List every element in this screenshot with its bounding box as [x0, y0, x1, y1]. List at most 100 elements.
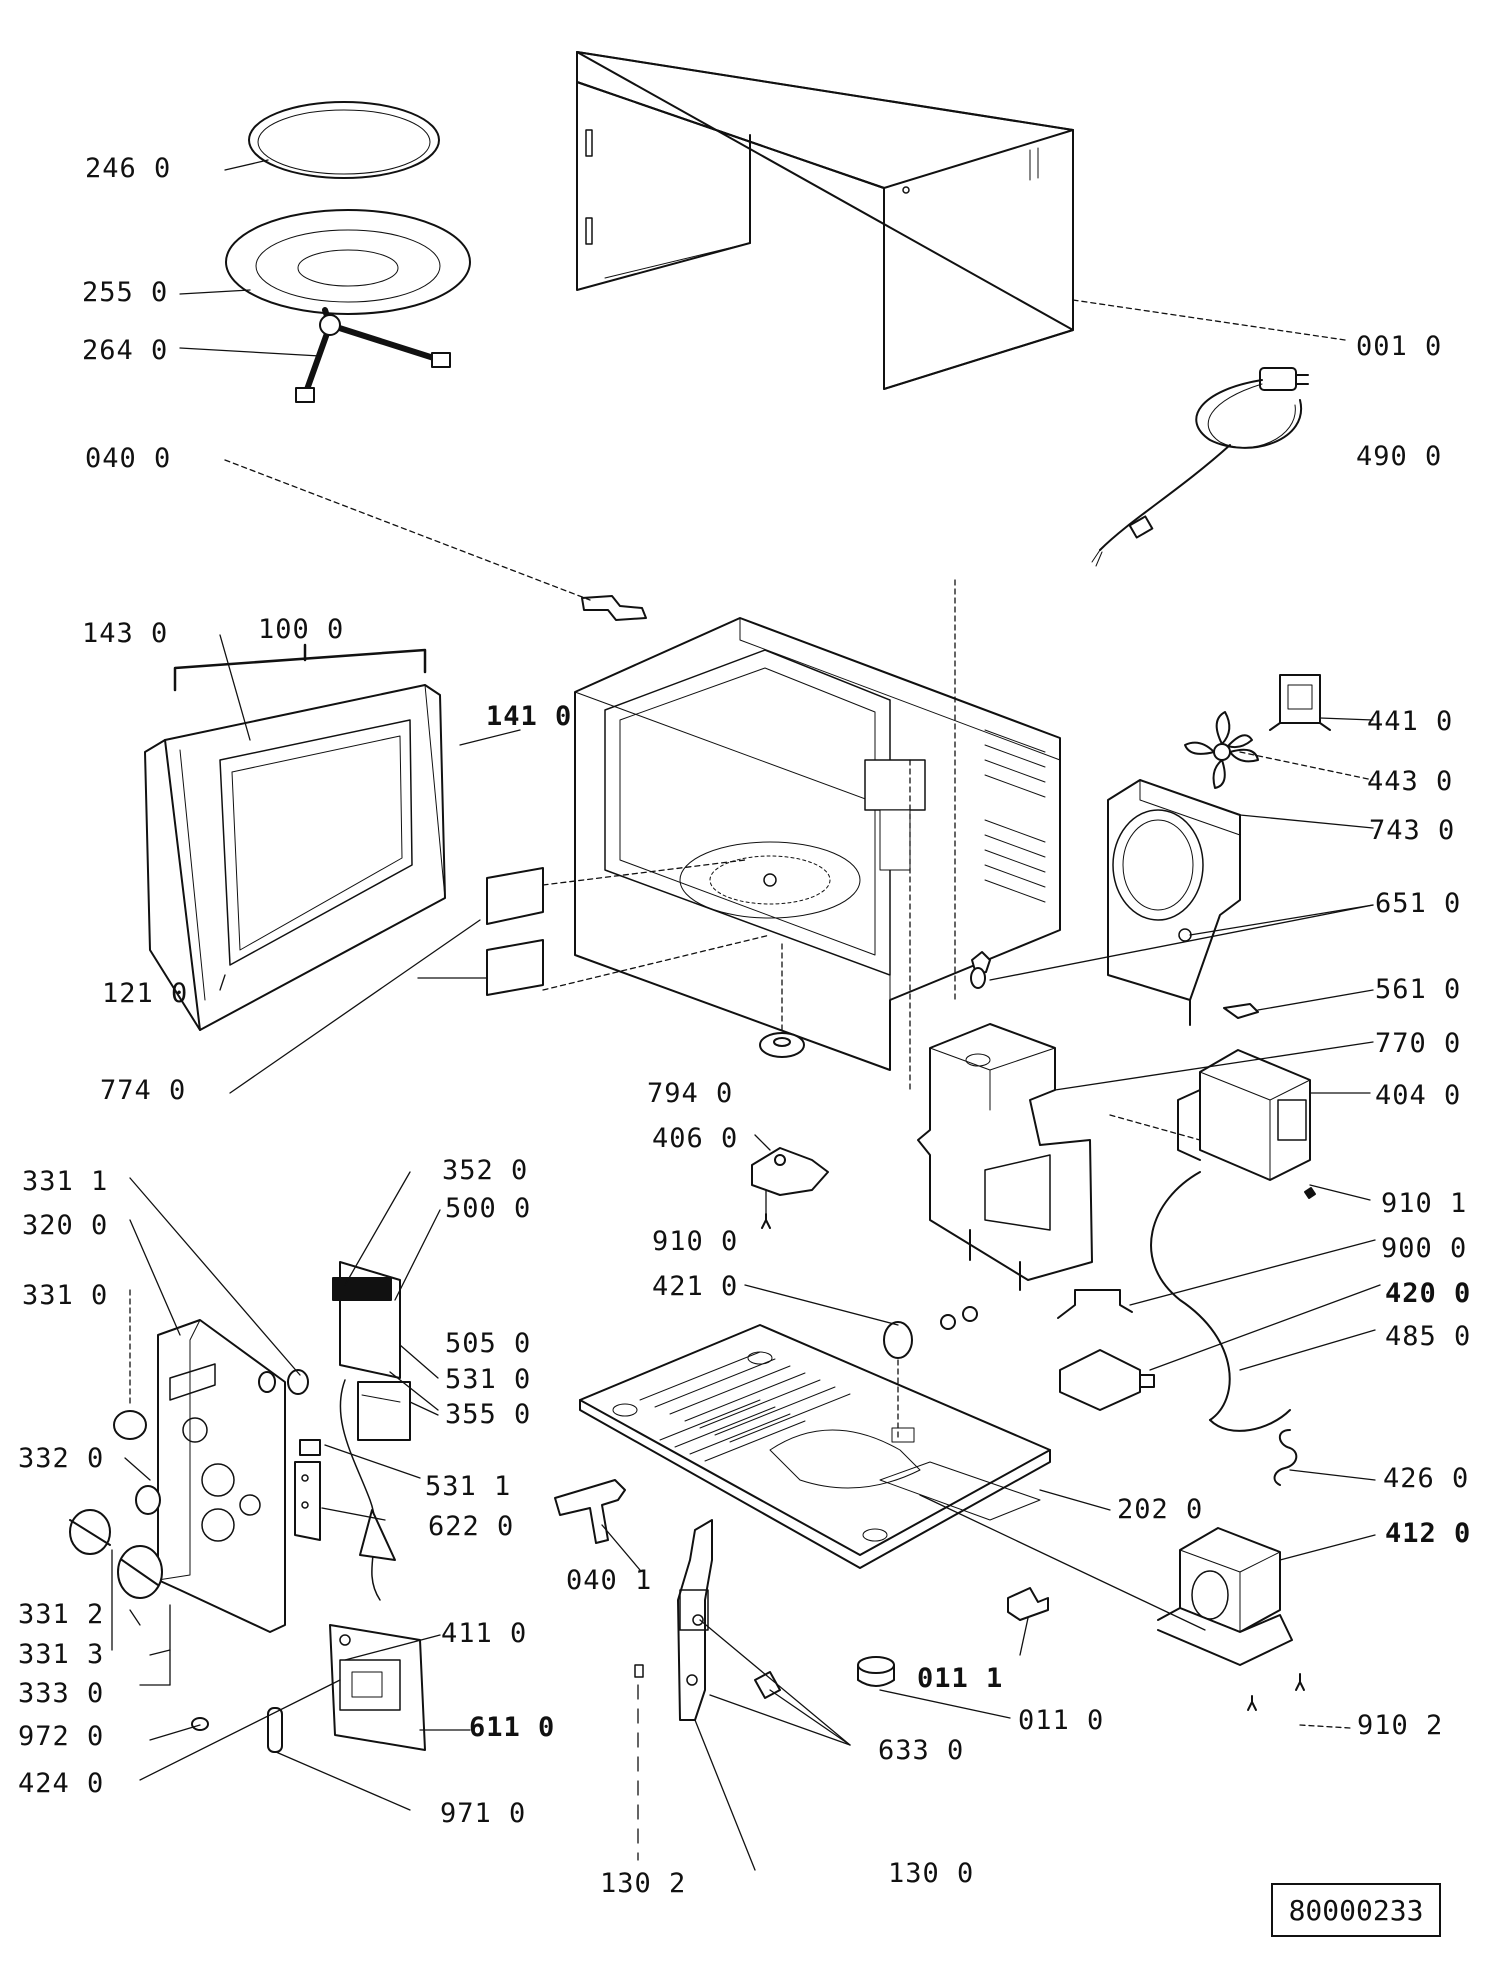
fan-duct [1107, 779, 1241, 1026]
fuse [267, 1707, 283, 1753]
hv-diode-lead [1209, 1409, 1291, 1432]
glass-turntable [248, 101, 440, 179]
label-611-0: 611 0 [469, 1712, 556, 1743]
label-130-0: 130 0 [888, 1858, 975, 1889]
roller-ring [225, 209, 471, 315]
screw-910-2a [1295, 1673, 1305, 1691]
screw-910-0 [761, 1213, 771, 1229]
label-972-0: 972 0 [18, 1721, 105, 1752]
foot-bracket [1007, 1587, 1049, 1621]
label-774-0: 774 0 [100, 1075, 187, 1106]
label-420-0: 420 0 [1385, 1278, 1472, 1309]
label-143-0: 143 0 [82, 618, 169, 649]
thermostat [970, 951, 991, 989]
label-100-0: 100 0 [258, 614, 345, 645]
label-561-0: 561 0 [1375, 974, 1462, 1005]
label-011-1: 011 1 [917, 1663, 1004, 1694]
label-355-0: 355 0 [445, 1399, 532, 1430]
label-121-0: 121 0 [102, 978, 189, 1009]
label-001-0: 001 0 [1356, 331, 1443, 362]
foot [759, 1032, 805, 1058]
label-331-3: 331 3 [18, 1639, 105, 1670]
control-pcb [294, 1261, 411, 1601]
label-411-0: 411 0 [441, 1618, 528, 1649]
label-622-0: 622 0 [428, 1511, 515, 1542]
waveguide-cover [581, 595, 647, 621]
label-500-0: 500 0 [445, 1193, 532, 1224]
label-971-0: 971 0 [440, 1798, 527, 1829]
label-426-0: 426 0 [1383, 1463, 1470, 1494]
hinge [554, 1479, 626, 1544]
label-412-0: 412 0 [1385, 1518, 1472, 1549]
label-900-0: 900 0 [1381, 1233, 1468, 1264]
air-guide [917, 1023, 1093, 1291]
outer-cabinet [576, 51, 1074, 390]
turntable-motor-parts [883, 1306, 978, 1359]
magnetron [1177, 1049, 1311, 1181]
label-246-0: 246 0 [85, 153, 172, 184]
label-794-0: 794 0 [647, 1078, 734, 1109]
leader-lines [111, 159, 1381, 1871]
label-331-1: 331 1 [22, 1166, 109, 1197]
label-404-0: 404 0 [1375, 1080, 1462, 1111]
label-910-1: 910 1 [1381, 1188, 1468, 1219]
mica-cover-lower [486, 939, 544, 996]
label-421-0: 421 0 [652, 1271, 739, 1302]
label-202-0: 202 0 [1117, 1494, 1204, 1525]
fan-motor [1269, 674, 1331, 731]
fan-blade [1184, 711, 1259, 789]
screw-910-2b [1247, 1695, 1257, 1711]
label-910-0: 910 0 [652, 1226, 739, 1257]
control-panel [157, 1319, 286, 1633]
knobs [69, 1369, 309, 1599]
spring [1273, 1429, 1298, 1486]
label-505-0: 505 0 [445, 1328, 532, 1359]
small-plug-972 [191, 1717, 209, 1731]
label-141-0: 141 0 [486, 701, 573, 732]
label-040-1: 040 1 [566, 1565, 653, 1596]
label-490-0: 490 0 [1356, 441, 1443, 472]
oven-cavity-chassis [574, 617, 1061, 1071]
label-485-0: 485 0 [1385, 1321, 1472, 1352]
label-743-0: 743 0 [1369, 815, 1456, 846]
foot-011 [857, 1656, 895, 1687]
label-011-0: 011 0 [1018, 1705, 1105, 1736]
label-320-0: 320 0 [22, 1210, 109, 1241]
label-531-0: 531 0 [445, 1364, 532, 1395]
bracket-561 [1223, 1003, 1259, 1019]
hv-capacitor [1059, 1349, 1155, 1411]
label-770-0: 770 0 [1375, 1028, 1462, 1059]
label-910-2: 910 2 [1357, 1710, 1444, 1741]
label-651-0: 651 0 [1375, 888, 1462, 919]
interlock-switch-bracket [634, 1519, 781, 1721]
hv-transformer [1157, 1527, 1293, 1666]
hv-diode [1150, 1171, 1231, 1421]
label-633-0: 633 0 [878, 1735, 965, 1766]
label-040-0: 040 0 [85, 443, 172, 474]
door-assembly [144, 643, 446, 1031]
label-424-0: 424 0 [18, 1768, 105, 1799]
screw-910-1 [1304, 1187, 1316, 1199]
turntable-motor [751, 1147, 829, 1196]
mica-cover-upper [486, 867, 544, 925]
label-531-1: 531 1 [425, 1471, 512, 1502]
label-331-0: 331 0 [22, 1280, 109, 1311]
label-264-0: 264 0 [82, 335, 169, 366]
label-443-0: 443 0 [1367, 766, 1454, 797]
power-cord [1091, 367, 1309, 567]
base-plate [579, 1324, 1051, 1569]
label-331-2: 331 2 [18, 1599, 105, 1630]
label-352-0: 352 0 [442, 1155, 529, 1186]
label-406-0: 406 0 [652, 1123, 739, 1154]
capacitor-clamp [1057, 1289, 1133, 1319]
label-441-0: 441 0 [1367, 706, 1454, 737]
label-332-0: 332 0 [18, 1443, 105, 1474]
low-voltage-transformer [329, 1624, 426, 1751]
turntable-coupler [295, 307, 451, 403]
label-255-0: 255 0 [82, 277, 169, 308]
label-333-0: 333 0 [18, 1678, 105, 1709]
label-130-2: 130 2 [600, 1868, 687, 1899]
document-number: 80000233 [1271, 1883, 1441, 1937]
